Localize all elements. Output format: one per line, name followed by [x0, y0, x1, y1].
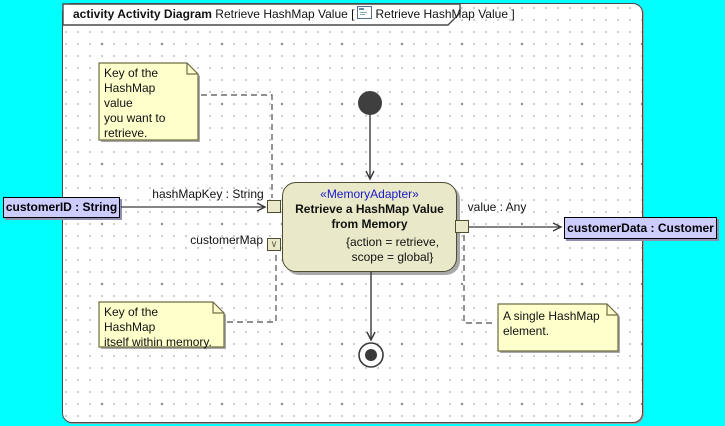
- action-retrieve-hashmap-value[interactable]: «MemoryAdapter» Retrieve a HashMap Value…: [282, 182, 457, 272]
- input-pin-hashmapkey[interactable]: [267, 200, 281, 213]
- note-hashmap-value-key[interactable]: Key of the HashMap value you want to ret…: [98, 62, 200, 142]
- action-name: Retrieve a HashMap Value from Memory: [295, 202, 444, 231]
- output-pin-value[interactable]: [455, 220, 469, 233]
- value-pin-glyph: ∨: [270, 239, 278, 250]
- object-node-customerdata[interactable]: customerData : Customer: [564, 217, 717, 239]
- input-pin-customermap[interactable]: ∨: [267, 238, 281, 251]
- note-shape: [98, 62, 200, 142]
- note-hashmap-key[interactable]: Key of the HashMap itself within memory.: [98, 301, 226, 349]
- diagram-title: activity Activity Diagram Retrieve HashM…: [73, 6, 515, 22]
- note-shape: [98, 301, 226, 349]
- action-stereotype: «MemoryAdapter»: [320, 187, 419, 201]
- note-hashmap-element[interactable]: A single HashMap element.: [497, 303, 620, 353]
- diagram-title-tab[interactable]: activity Activity Diagram Retrieve HashM…: [62, 3, 515, 26]
- note-shape: [497, 303, 620, 353]
- note-text: Key of the HashMap value you want to ret…: [104, 66, 166, 140]
- edge-label-hashmapkey: hashMapKey : String: [152, 187, 264, 201]
- object-node-customerid[interactable]: customerID : String: [3, 197, 120, 218]
- note-text: Key of the HashMap itself within memory.: [104, 305, 212, 349]
- diagram-title-name: Retrieve HashMap Value [: [215, 7, 355, 21]
- activity-diagram-icon: [357, 6, 373, 19]
- diagram-title-ref: Retrieve HashMap Value ]: [375, 7, 515, 21]
- diagram-title-keyword: activity Activity Diagram: [73, 7, 212, 21]
- note-text: A single HashMap element.: [503, 309, 600, 338]
- action-tagged-values: {action = retrieve, scope = global}: [345, 235, 440, 264]
- edge-label-customermap: customerMap: [190, 233, 263, 247]
- edge-label-value: value : Any: [467, 200, 527, 214]
